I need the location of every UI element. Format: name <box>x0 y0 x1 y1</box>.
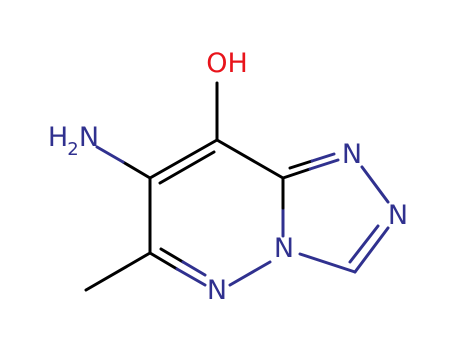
bond-c6-n5-inner-b <box>181 260 207 277</box>
bond-n1-n2 <box>360 165 390 204</box>
bond-c6-n5-b <box>175 267 207 287</box>
bond-c6-methyl <box>84 251 152 292</box>
bond-c8-c7 <box>148 138 219 180</box>
bond-c6-n5 <box>148 251 179 271</box>
bond-c7-nh2-b <box>95 145 125 164</box>
bond-c8a-n1 <box>281 167 312 180</box>
bond-c8-c7-inner <box>158 150 216 185</box>
n-pyridazine-label: N <box>207 275 227 306</box>
bond-c7-nh2-a <box>121 160 152 180</box>
bond-n2-c3 <box>353 226 390 274</box>
n-triazole-top-label: N <box>342 139 362 170</box>
bond-n5-n4 <box>228 260 272 287</box>
bond-c8a-c8 <box>215 138 285 180</box>
bond-n2-c3-inner <box>348 224 380 264</box>
n-triazole-right-label: N <box>388 200 408 231</box>
n-bridge-label: N <box>274 233 294 264</box>
amino-n-label: N <box>79 122 99 153</box>
bond-c6-n5-inner <box>159 247 185 264</box>
bond-c3-n4 <box>298 252 357 274</box>
bond-c8a-n1-inner <box>288 159 314 170</box>
hydroxyl-label: OH <box>206 48 248 79</box>
amino-h-label: H <box>48 122 68 153</box>
amino-subscript-label: 2 <box>67 139 78 160</box>
bond-c8a-n1-b <box>308 158 340 171</box>
bond-c8a-n1-inner-b <box>310 152 336 163</box>
